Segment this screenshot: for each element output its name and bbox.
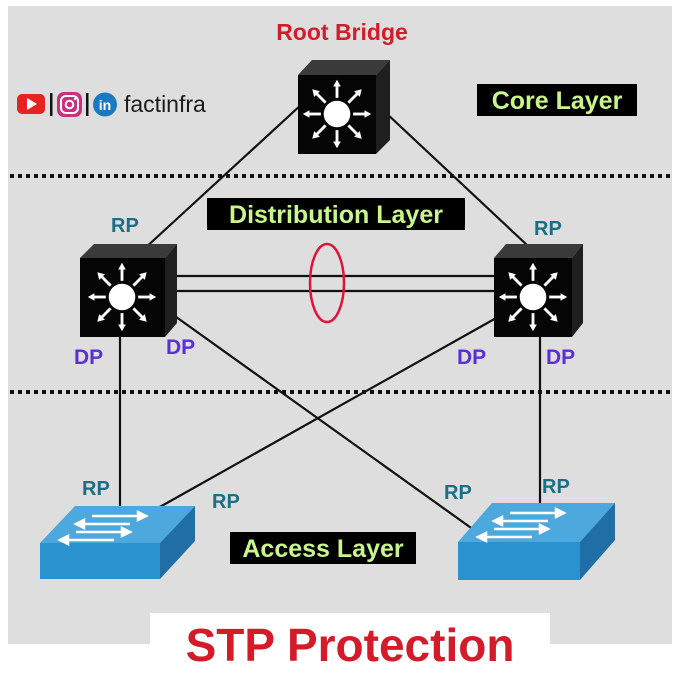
core-layer-label: Core Layer: [492, 87, 623, 115]
access-switch-icon[interactable]: [40, 506, 195, 579]
port-label-rp: RP: [444, 482, 472, 504]
link-dist-right-access-left: [157, 316, 499, 509]
port-label-rp: RP: [82, 478, 110, 500]
brand-label: factinfra: [124, 91, 206, 117]
port-label-rp: RP: [534, 218, 562, 240]
port-label-dp: DP: [546, 346, 575, 369]
access-switch-icon[interactable]: [458, 503, 615, 580]
distribution-layer-label: Distribution Layer: [229, 201, 443, 229]
youtube-icon[interactable]: [17, 94, 45, 114]
port-label-dp: DP: [74, 346, 103, 369]
page-title: STP Protection: [185, 619, 515, 671]
multilayer-switch-icon[interactable]: [494, 244, 583, 337]
distribution-layer-badge: [207, 198, 465, 230]
port-label-dp: DP: [457, 346, 486, 369]
root-bridge-label: Root Bridge: [276, 19, 408, 45]
multilayer-switch-icon[interactable]: [298, 60, 390, 154]
port-label-rp: RP: [542, 476, 570, 498]
linkedin-icon[interactable]: in: [93, 92, 117, 117]
link-root-dist-right: [384, 111, 528, 246]
links: [118, 103, 542, 531]
title-box: [150, 613, 550, 677]
port-label-rp: RP: [212, 491, 240, 513]
core-layer-badge: [477, 84, 637, 116]
access-layer-badge: [230, 532, 416, 564]
multilayer-switch-icon[interactable]: [80, 244, 177, 337]
port-channel-ellipse: [308, 242, 346, 324]
port-label-dp: DP: [166, 336, 195, 359]
svg-text:in: in: [99, 97, 111, 113]
icon-divider: [50, 93, 53, 116]
instagram-icon[interactable]: [57, 92, 82, 117]
link-root-dist-left: [142, 103, 303, 251]
port-label-rp: RP: [111, 215, 139, 237]
access-layer-label: Access Layer: [242, 535, 404, 563]
icon-divider: [86, 93, 89, 116]
link-dist-left-access-right: [164, 308, 475, 531]
